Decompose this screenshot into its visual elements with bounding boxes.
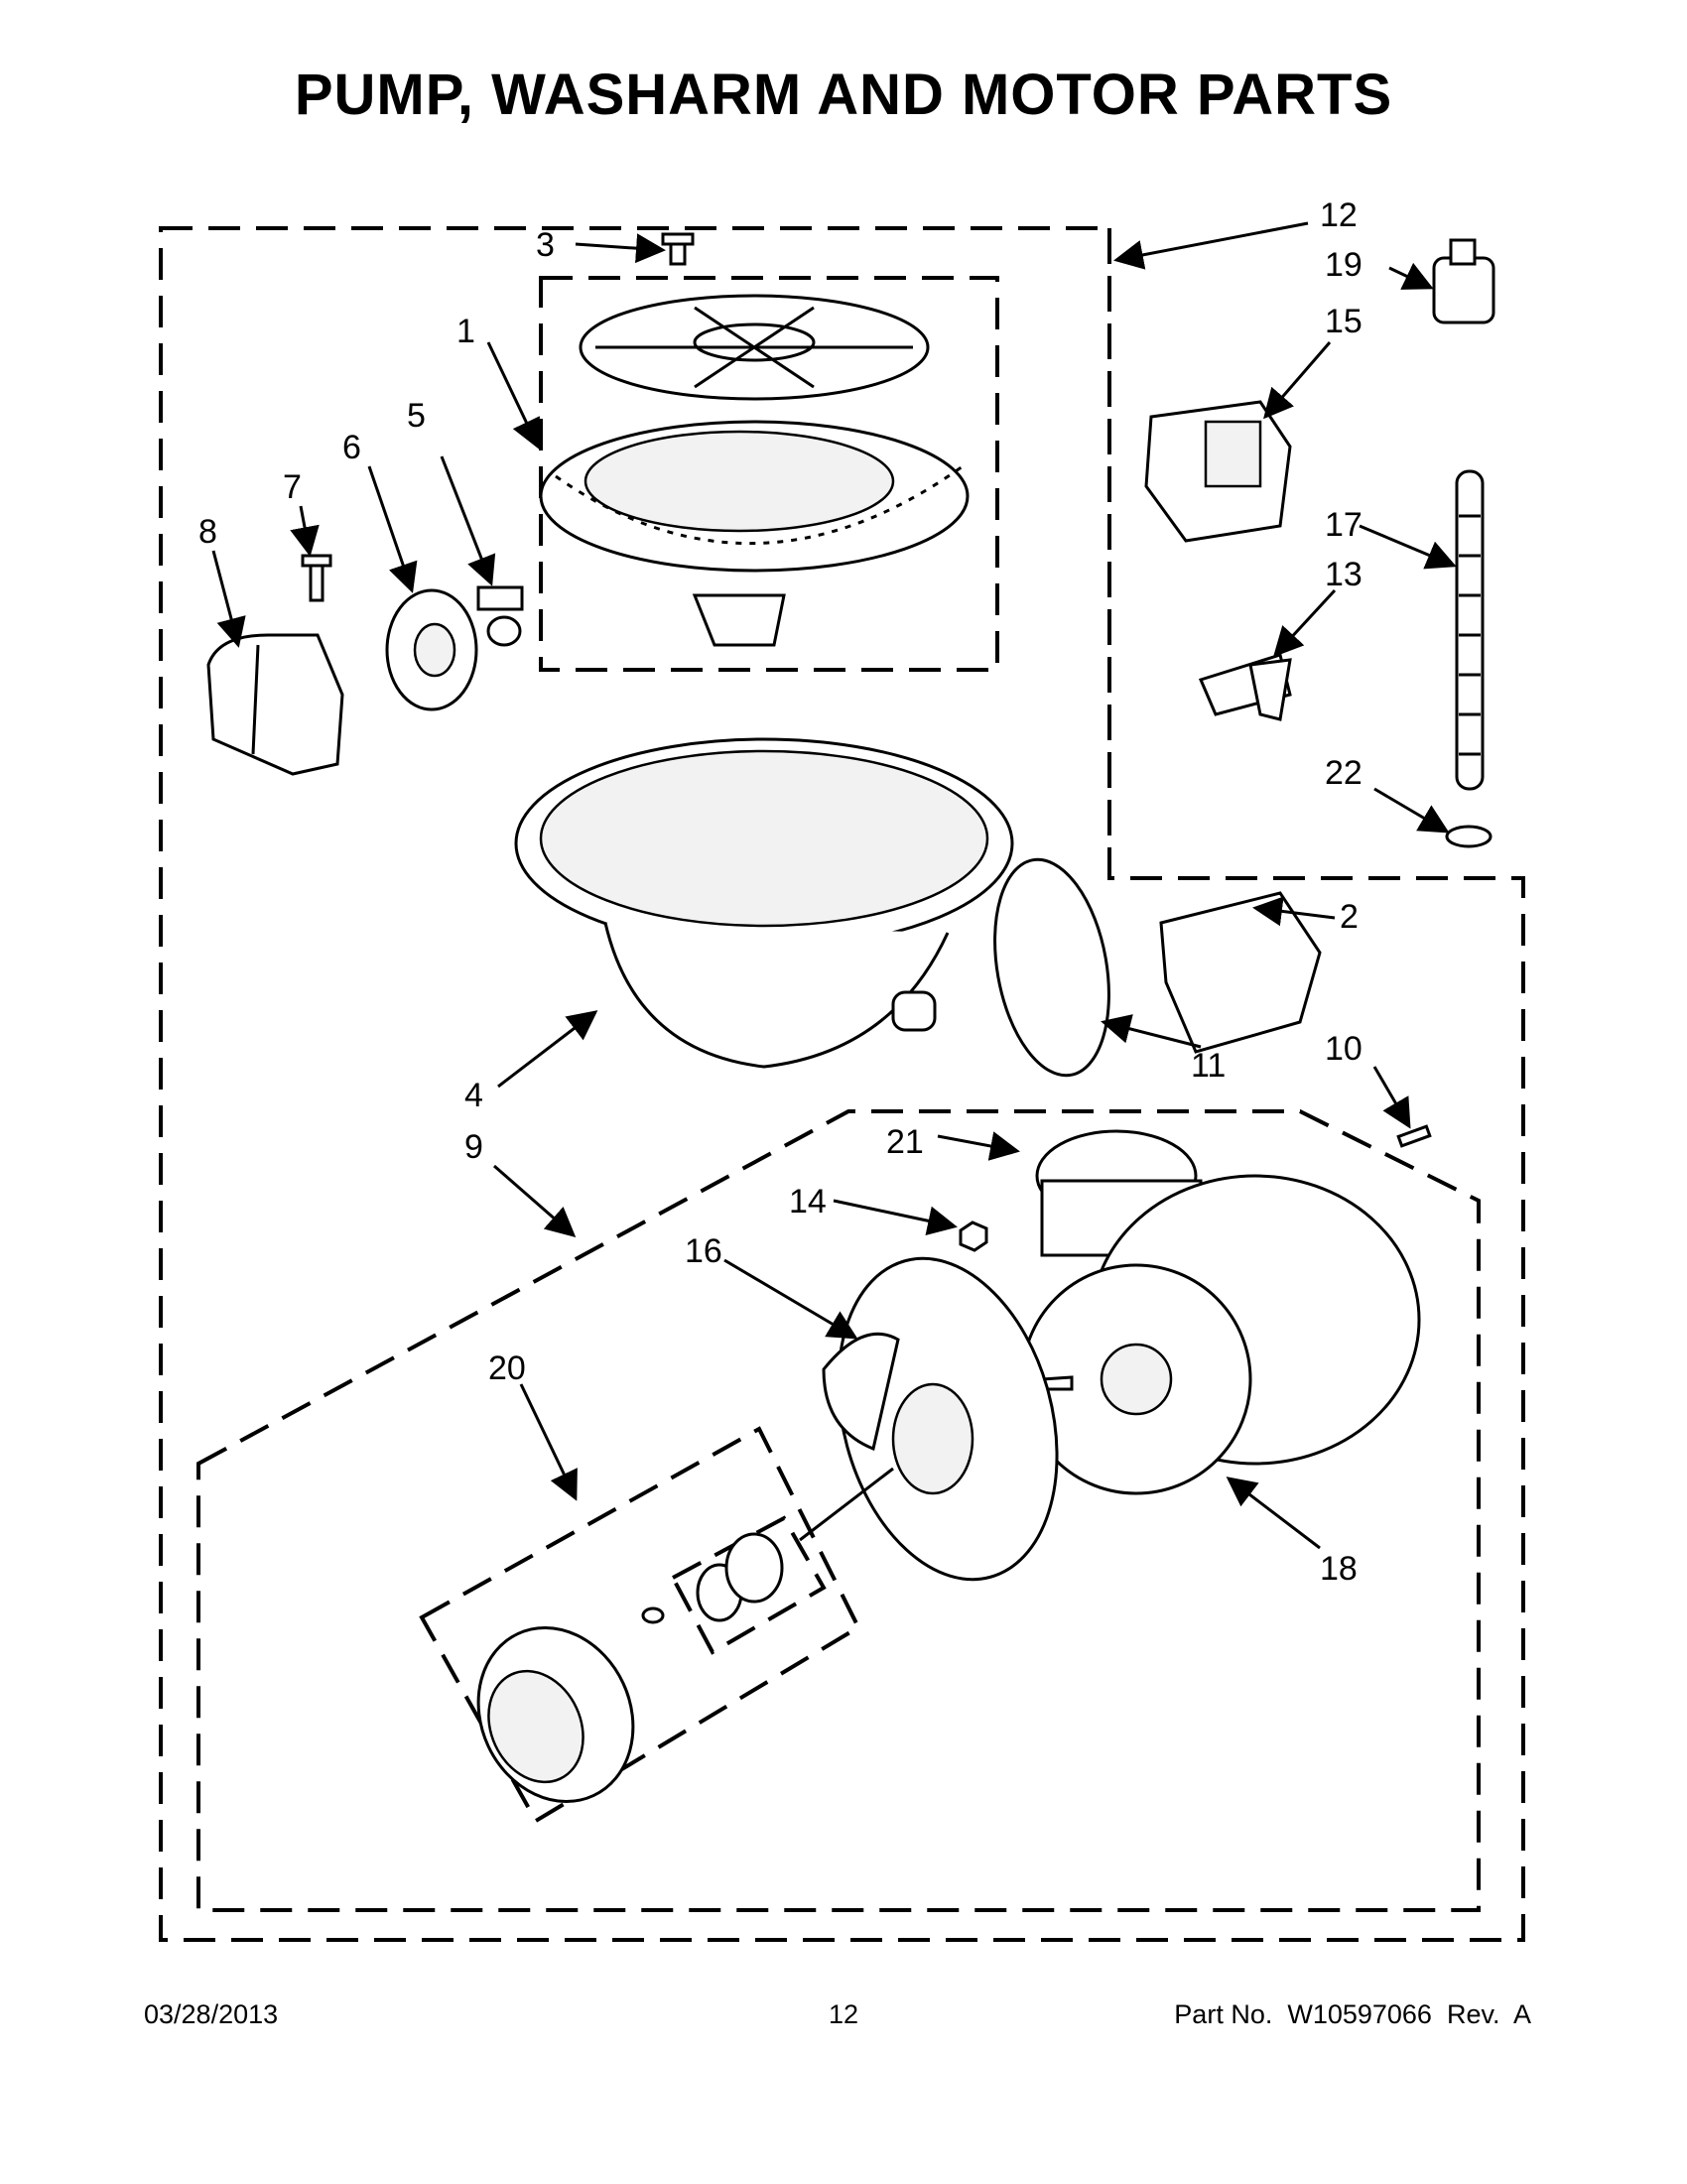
seal-kit-boundary (419, 1426, 861, 1824)
callout-5: 5 (407, 397, 426, 435)
washarm-lower-part (539, 420, 970, 647)
page-title: PUMP, WASHARM AND MOTOR PARTS (294, 63, 1393, 127)
part-17-hose (1455, 469, 1485, 791)
washarm-assembly-boundary (539, 276, 999, 672)
callout-2: 2 (1340, 898, 1359, 936)
callout-18: 18 (1320, 1550, 1358, 1588)
part-22-clamp (1445, 825, 1492, 848)
callout-9: 9 (464, 1128, 483, 1166)
outer-assembly-boundary (159, 226, 1525, 1942)
callout-labels: 1 2 3 4 5 6 7 8 9 10 11 12 13 14 15 16 1… (198, 196, 1363, 1588)
footer-page-number: 12 (828, 1999, 859, 2029)
callout-11: 11 (1191, 1047, 1226, 1085)
part-2-bracket (1159, 891, 1322, 1054)
washarm-upper-part (579, 294, 930, 401)
footer-part-number: Part No. W10597066 Rev. A (1174, 1999, 1531, 2029)
callout-14: 14 (789, 1183, 827, 1220)
callout-8: 8 (198, 513, 217, 551)
callout-19: 19 (1325, 246, 1363, 284)
part-8-cover (206, 633, 344, 776)
part-6-chopper (385, 588, 478, 711)
callout-20: 20 (488, 1349, 526, 1387)
callout-15: 15 (1325, 303, 1363, 340)
part-19-sensor (1432, 238, 1495, 324)
callout-21: 21 (886, 1123, 924, 1161)
callout-13: 13 (1325, 556, 1363, 593)
screw-3-part (661, 232, 695, 266)
part-21-motor (1020, 1129, 1421, 1495)
part-16-pump-housing (822, 1256, 1059, 1582)
shaft-line (799, 1467, 894, 1542)
seal-inner-boundary (670, 1515, 827, 1655)
callout-10: 10 (1325, 1030, 1363, 1068)
part-13-bracket (1198, 653, 1292, 721)
callout-3: 3 (536, 226, 555, 264)
part-20-seal-kit (476, 1532, 784, 1804)
nut-14-part (959, 1220, 988, 1252)
motor-assembly-boundary (196, 1109, 1481, 1912)
callout-7: 7 (283, 468, 302, 506)
part-15-diverter (1144, 400, 1292, 543)
callout-1: 1 (456, 313, 475, 350)
callout-22: 22 (1325, 754, 1363, 792)
footer-date: 03/28/2013 (144, 1999, 279, 2029)
callout-16: 16 (685, 1232, 722, 1270)
part-5-clip (476, 585, 524, 647)
callout-4: 4 (464, 1077, 483, 1114)
callout-12: 12 (1320, 196, 1358, 234)
screw-10-part (1396, 1124, 1432, 1148)
callout-17: 17 (1325, 506, 1363, 544)
screw-7-part (301, 554, 332, 602)
sump-4-part (514, 737, 1014, 1069)
part-11-gasket (993, 857, 1110, 1078)
leader-lines (211, 221, 1457, 1550)
callout-6: 6 (342, 429, 361, 466)
